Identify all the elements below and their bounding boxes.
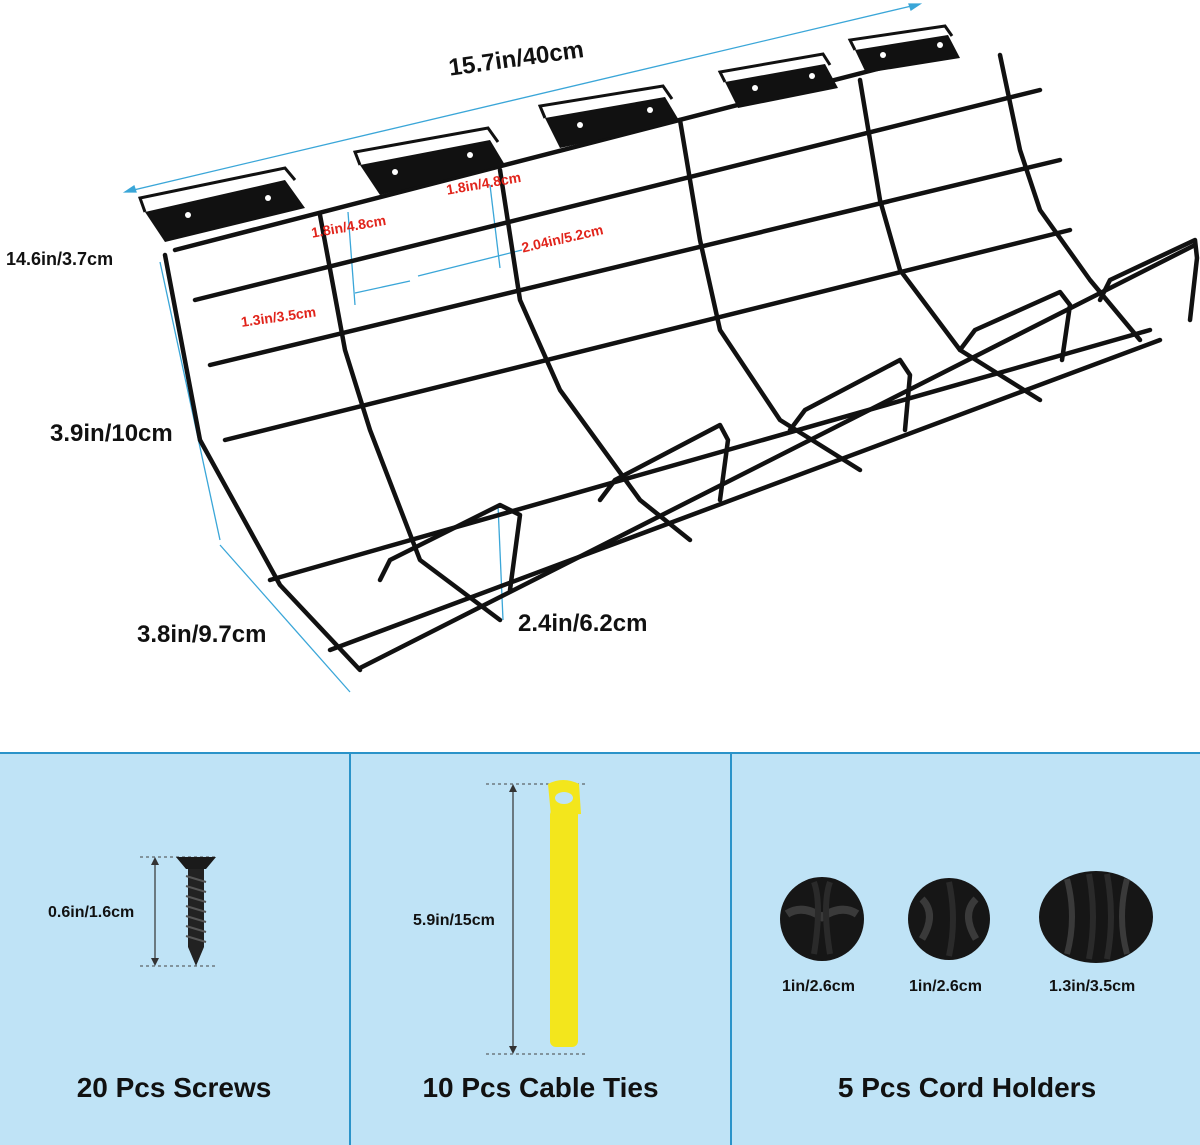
bracket-label: 14.6in/3.7cm (6, 249, 114, 269)
cord-holders-title: 5 Pcs Cord Holders (837, 1072, 1097, 1103)
tie-size-label: 5.9in/15cm (413, 912, 495, 929)
cord-holder-icon-3 (1039, 871, 1153, 963)
depth-label: 3.8in/9.7cm (137, 621, 267, 648)
wire-frame (162, 52, 1200, 673)
dimension-lines (122, 3, 923, 693)
cord-holder-icon-1 (780, 877, 864, 961)
holder-size-3: 1.3in/3.5cm (1049, 978, 1136, 995)
cable-tie-icon (548, 780, 581, 1047)
tie-dimension-guides (486, 783, 586, 1055)
cable-ties-title: 10 Pcs Cable Ties (422, 1072, 659, 1103)
screws-panel: 0.6in/1.6cm 20 Pcs Screws (0, 754, 348, 1145)
bracket-5 (847, 24, 960, 73)
bracket-1 (138, 166, 305, 242)
screw-icon (176, 857, 216, 966)
holder-size-1: 1in/2.6cm (782, 978, 855, 995)
mounting-brackets (138, 24, 960, 242)
height-label: 3.9in/10cm (50, 420, 173, 447)
bracket-2 (352, 126, 505, 195)
accessories-section: 0.6in/1.6cm 20 Pcs Screws 5.9in/15cm 10 … (0, 752, 1200, 1145)
bracket-4 (717, 52, 838, 108)
cable-ties-panel: 5.9in/15cm 10 Pcs Cable Ties (349, 754, 730, 1145)
cord-holder-icon-2 (908, 878, 990, 960)
screws-title: 20 Pcs Screws (76, 1072, 272, 1103)
cord-holders-panel: 1in/2.6cm 1in/2.6cm 1.3in/3.5cm 5 Pcs Co… (730, 754, 1200, 1145)
tray-diagram: 15.7in/40cm 14.6in/3.7cm 3.9in/10cm 3.8i… (6, 3, 1200, 693)
front-height-label: 2.4in/6.2cm (518, 610, 648, 637)
bracket-3 (537, 84, 680, 148)
screw-size-label: 0.6in/1.6cm (48, 904, 135, 921)
wire-tray-illustration (122, 3, 1200, 693)
holder-size-2: 1in/2.6cm (909, 978, 982, 995)
